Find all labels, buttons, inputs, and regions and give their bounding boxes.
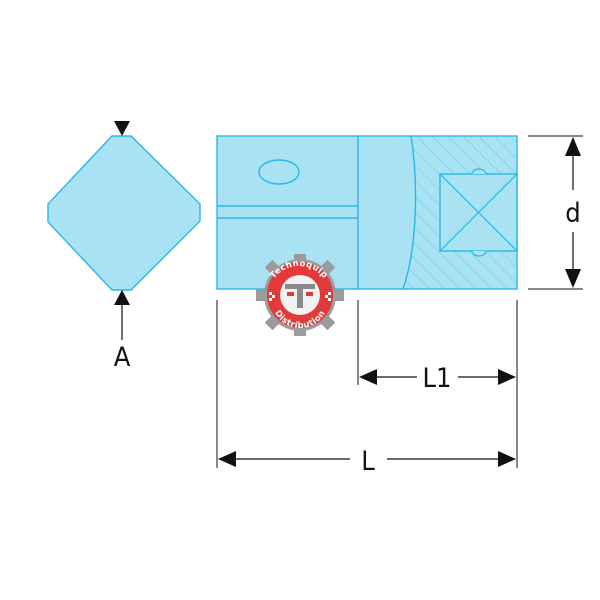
logo-t-mark-icon <box>285 284 315 308</box>
d-top-arrow <box>565 137 581 156</box>
dimension-l1: L1 <box>359 363 516 394</box>
d-label: d <box>565 198 580 229</box>
l-label: L <box>361 446 375 477</box>
socket-notch-top <box>471 168 487 175</box>
socket-notch-bottom <box>471 250 487 257</box>
socket-cross-2 <box>439 173 518 252</box>
ball-detent <box>258 159 300 185</box>
technoquip-watermark-logo: Technoquip Distribution <box>256 254 344 336</box>
l1-left-arrow <box>359 369 377 385</box>
dimension-l: L <box>218 446 516 477</box>
adapter-side-view <box>216 135 518 290</box>
l-right-arrow <box>498 451 516 467</box>
l1-label: L1 <box>423 363 452 394</box>
l-left-arrow <box>218 451 236 467</box>
square-profile <box>47 135 201 291</box>
l1-right-arrow <box>498 369 516 385</box>
a-top-arrow <box>114 121 130 136</box>
square-end-view <box>47 135 201 291</box>
d-bottom-arrow <box>565 269 581 288</box>
logo-checker-left-icon <box>269 292 275 301</box>
a-bottom-arrow <box>114 290 130 305</box>
dimension-a: A <box>114 121 131 373</box>
section-break-curve <box>402 135 417 290</box>
logo-checker-right-icon <box>325 292 331 301</box>
a-label: A <box>114 342 131 373</box>
dimension-d: d <box>528 135 583 290</box>
